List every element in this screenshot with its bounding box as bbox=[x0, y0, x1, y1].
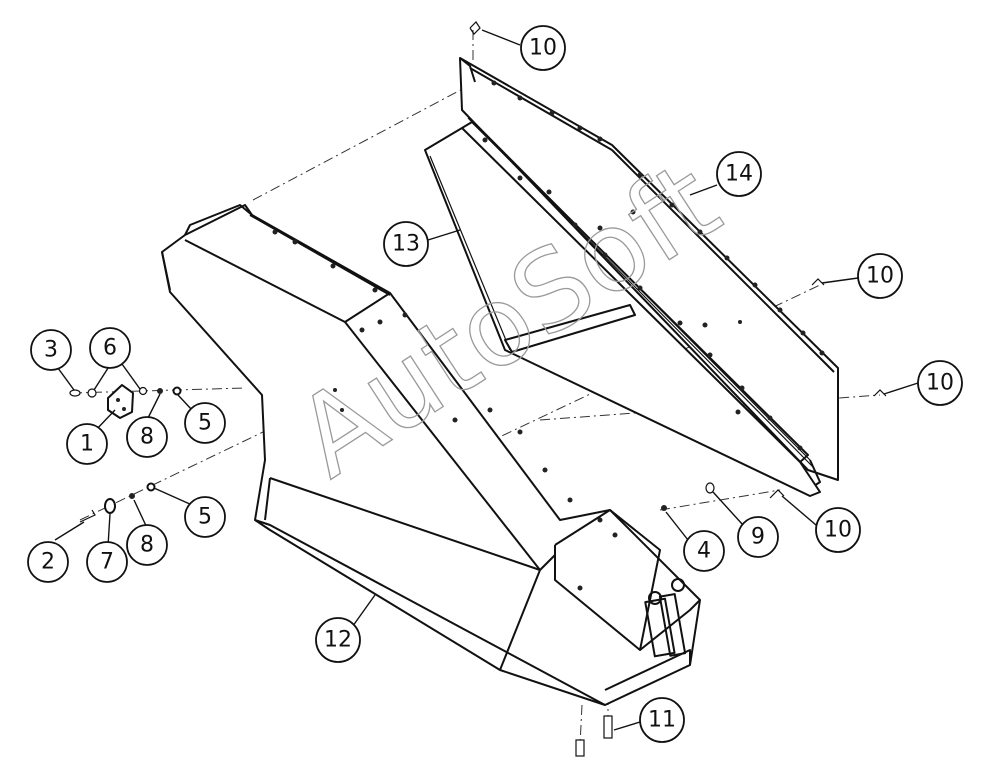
callout-12: 12 bbox=[315, 617, 361, 663]
callout-10-bottom: 10 bbox=[815, 507, 861, 553]
callout-1: 1 bbox=[66, 423, 108, 465]
callout-label: 10 bbox=[926, 371, 954, 396]
callout-10-top: 10 bbox=[520, 25, 566, 71]
callout-8-upper: 8 bbox=[126, 416, 168, 458]
part-13-channel bbox=[424, 121, 821, 497]
callout-label: 12 bbox=[324, 628, 352, 653]
callout-label: 5 bbox=[198, 411, 212, 436]
callout-label: 8 bbox=[140, 533, 154, 558]
callout-label: 3 bbox=[44, 338, 58, 363]
callout-10-right-upper: 10 bbox=[857, 253, 903, 299]
part-12-chute bbox=[161, 204, 701, 706]
hardware bbox=[69, 21, 887, 757]
callout-label: 8 bbox=[140, 425, 154, 450]
callout-10-right-lower: 10 bbox=[917, 360, 963, 406]
callout-11: 11 bbox=[639, 697, 685, 743]
callout-label: 5 bbox=[198, 505, 212, 530]
part-1-bracket bbox=[107, 384, 134, 419]
callout-label: 6 bbox=[103, 336, 117, 361]
callout-9: 9 bbox=[737, 516, 779, 558]
callout-7: 7 bbox=[86, 541, 128, 583]
callout-label: 4 bbox=[697, 539, 711, 564]
callout-6: 6 bbox=[89, 327, 131, 369]
callout-3: 3 bbox=[30, 329, 72, 371]
callout-label: 10 bbox=[866, 264, 894, 289]
callout-5-lower: 5 bbox=[184, 496, 226, 538]
leader-lines bbox=[54, 29, 919, 731]
callout-label: 7 bbox=[100, 550, 114, 575]
callout-5-upper: 5 bbox=[184, 402, 226, 444]
callout-13: 13 bbox=[383, 221, 429, 267]
callout-4: 4 bbox=[683, 530, 725, 572]
callout-label: 14 bbox=[725, 162, 753, 187]
callout-label: 1 bbox=[80, 432, 94, 457]
callout-label: 13 bbox=[392, 232, 420, 257]
callout-label: 10 bbox=[529, 36, 557, 61]
callout-label: 9 bbox=[751, 525, 765, 550]
callout-2: 2 bbox=[27, 541, 69, 583]
callout-label: 2 bbox=[41, 550, 55, 575]
callout-14: 14 bbox=[716, 151, 762, 197]
callout-label: 10 bbox=[824, 518, 852, 543]
callout-8-lower: 8 bbox=[126, 524, 168, 566]
callout-label: 11 bbox=[648, 708, 676, 733]
